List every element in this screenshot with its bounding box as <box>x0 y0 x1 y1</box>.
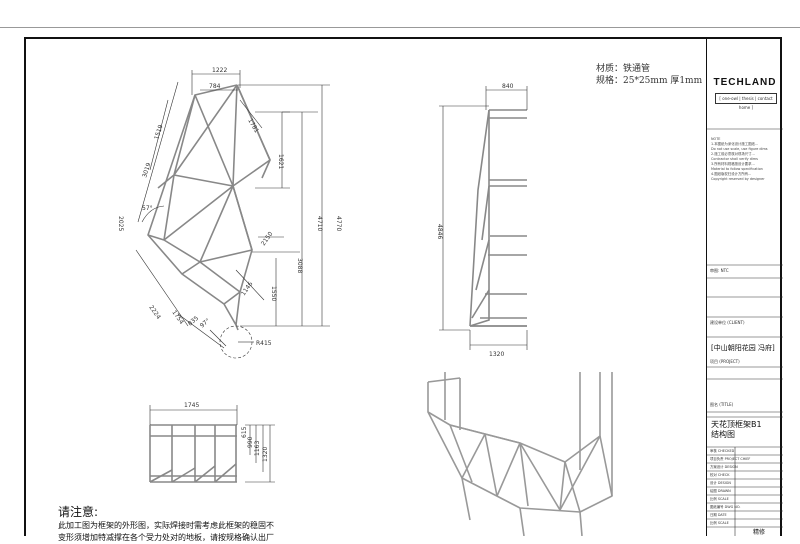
techland-logo: TECHLAND <box>713 77 777 88</box>
title-label: 图名 (TITLE) <box>710 402 734 407</box>
row-label: 项目负责 PROJECT CHIEF <box>710 457 751 461</box>
dim-2224: 2224 <box>147 304 162 321</box>
radius-415: R415 <box>256 340 272 347</box>
project-label: 项目 (PROJECT) <box>710 359 740 364</box>
side-elevation-dimensions <box>149 405 275 483</box>
title-block-notes: NOTE 1.本图纸为深化设计施工图纸... Do not use scale,… <box>711 137 781 182</box>
side-elevation-view <box>149 424 237 483</box>
row-label: 校对 CHECK <box>710 473 730 477</box>
dim-2025: 2025 <box>117 216 124 231</box>
elevation-labels: 840 4846 1320 <box>436 83 514 358</box>
dim-990: 990 <box>247 436 254 448</box>
sheet-top-border <box>0 27 800 28</box>
note-line: 2.施工前必须核对现场尺寸... <box>711 152 755 156</box>
row-label: 绘图 DRAWN <box>710 489 731 493</box>
note-line: Do not use scale, use figure dims <box>711 147 768 151</box>
title-block: TECHLAND [ one-owl | thesis | contact ho… <box>706 37 783 536</box>
notes-title: 请注意: <box>58 505 99 519</box>
drawing-frame <box>24 37 782 536</box>
dim-4846: 4846 <box>436 224 443 239</box>
dim-840: 840 <box>502 83 514 90</box>
note-line: Copyright reserved by designer <box>711 177 765 181</box>
logo-tagline: [ one-owl | thesis | contact home ] <box>715 93 777 110</box>
note-line: Material to follow specification <box>711 167 763 171</box>
row-label: 设计 DESIGN <box>710 481 731 485</box>
elevation-dimensions <box>439 86 528 350</box>
dim-2150: 2150 <box>260 230 275 247</box>
client-label: 建设单位 (CLIENT) <box>710 320 745 325</box>
dim-3019: 3019 <box>141 162 152 179</box>
dim-4710: 4710 <box>316 216 323 231</box>
dim-1621: 1621 <box>277 154 284 169</box>
note-line: 4.图纸版权归设计方所有... <box>711 172 752 176</box>
dim-1781: 1781 <box>246 118 260 135</box>
dim-1745: 1745 <box>184 402 199 409</box>
notes-line-1: 此加工图为框架的外形图，实际焊接时需考虑此框架的稳固不 <box>58 521 274 530</box>
drawing-title-line-2: 结构图 <box>711 430 735 439</box>
footer-mark: 精修 <box>753 529 766 536</box>
dim-1519: 1519 <box>153 124 164 141</box>
dim-1163: 1163 <box>254 441 261 456</box>
project-name: [中山朝阳花园 冯府] <box>711 344 775 352</box>
dim-3088: 3088 <box>296 258 303 273</box>
row-label: 日期 DATE <box>710 513 727 517</box>
row-label: 比例 SCALE <box>710 497 729 501</box>
notes-block: 请注意: 此加工图为框架的外形图，实际焊接时需考虑此框架的稳固不 变形须增加特减… <box>58 503 274 544</box>
side-elevation-labels: 1745 615 990 1163 1320 <box>184 402 269 462</box>
angle-57: 57° <box>142 205 153 212</box>
note-line: 1.本图纸为深化设计施工图纸... <box>711 142 759 146</box>
plan-labels: 1222 784 1519 3019 1781 1621 2025 57° 21… <box>117 67 342 347</box>
dim-4770: 4770 <box>335 216 342 231</box>
row-label: 审核 CHECKED <box>710 449 735 453</box>
dim-835: 835 <box>187 315 200 328</box>
row-label: 比例 SCALE <box>710 521 729 525</box>
dim-1550: 1550 <box>270 286 277 301</box>
material-line: 材质：铁通管 <box>596 64 651 74</box>
angle-97: 97° <box>199 317 212 329</box>
isometric-view <box>427 372 613 536</box>
row-label: 图纸编号 DWG NO. <box>710 505 741 509</box>
note-line: NOTE <box>711 137 721 141</box>
notes-line-2: 变形须增加特减撑在各个受力处对的地板，请按规格确认出厂 <box>58 533 274 542</box>
drawn-by-label: 审图: NTC <box>710 268 729 273</box>
elevation-view <box>469 109 527 327</box>
row-label: 方案设计 DESIGN <box>710 465 738 469</box>
spec-line: 规格：25*25mm 厚1mm <box>596 76 703 86</box>
drawing-title: 天花顶框架B1 结构图 <box>711 420 762 440</box>
plan-view <box>147 84 271 331</box>
dim-1754: 1754 <box>170 309 185 326</box>
dim-1222: 1222 <box>212 67 227 74</box>
dim-615: 615 <box>241 426 248 438</box>
dim-1320-side: 1320 <box>262 447 269 462</box>
title-block-rules <box>707 128 783 536</box>
plan-bracing <box>147 84 271 305</box>
note-line: Contractor shall verify dims <box>711 157 758 161</box>
dim-784: 784 <box>209 83 221 90</box>
plan-dimensions <box>135 70 330 359</box>
material-spec: 材质：铁通管 规格：25*25mm 厚1mm <box>596 63 702 87</box>
note-line: 3.所有材料规格按设计要求... <box>711 162 755 166</box>
drawing-title-line-1: 天花顶框架B1 <box>711 420 762 429</box>
dim-1320-bottom: 1320 <box>489 351 504 358</box>
